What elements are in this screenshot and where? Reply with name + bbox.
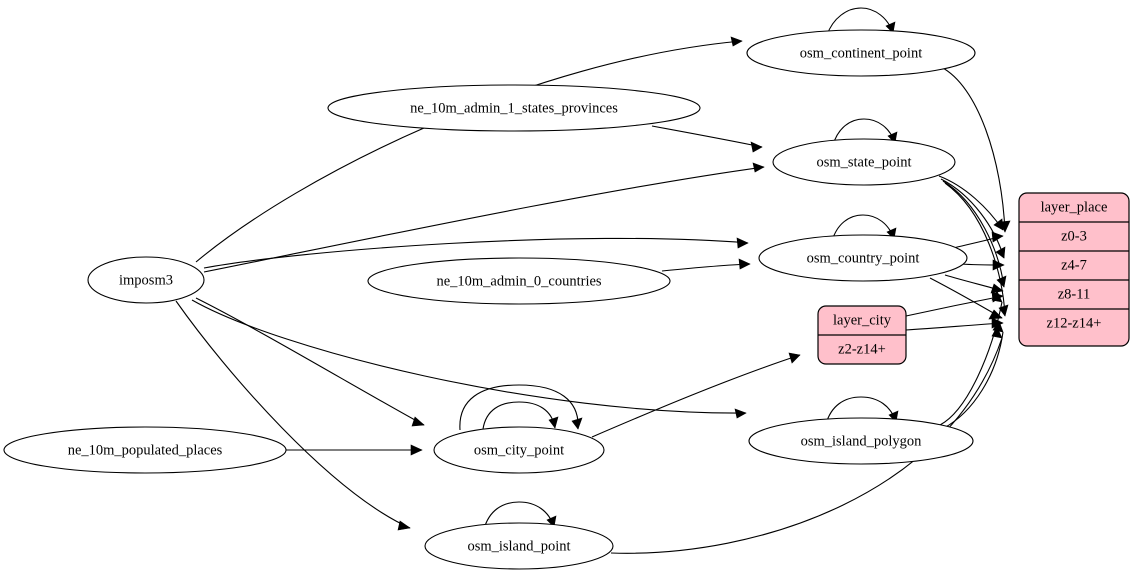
node-label-ne-populated: ne_10m_populated_places xyxy=(68,442,223,458)
record-node-layer-place[interactable]: layer_place z0-3 z4-7 z8-11 z12-z14+ xyxy=(1018,192,1130,347)
node-layer: imposm3 ne_10m_admin_1_states_provinces … xyxy=(3,29,976,570)
node-label-ne-countries: ne_10m_admin_0_countries xyxy=(436,273,601,289)
record-row-layer-city-z2-z14[interactable]: z2-z14+ xyxy=(838,341,886,357)
edge-osm-island-point-to-layer-place-z12-z14 xyxy=(610,326,1003,554)
edge-self-loop-osm-city-point-inner xyxy=(482,401,559,430)
node-osm-continent-point[interactable]: osm_continent_point xyxy=(746,29,976,77)
edge-ne-populated-to-osm-city-point xyxy=(286,444,423,456)
edge-imposm3-to-osm-country-point xyxy=(203,237,749,269)
edge-osm-country-point-to-layer-place-z4-7 xyxy=(960,259,1005,271)
edge-layer xyxy=(175,7,1011,554)
node-label-osm-island-point: osm_island_point xyxy=(467,538,570,554)
node-label-osm-continent-point: osm_continent_point xyxy=(800,45,922,61)
edge-osm-island-polygon-to-layer-place-z8-11 xyxy=(939,290,1003,426)
record-row-layer-place-header: layer_place xyxy=(1041,199,1108,215)
edge-osm-state-point-to-layer-place-z0-3 xyxy=(938,175,1004,231)
edge-imposm3-to-osm-city-point xyxy=(195,297,425,427)
record-row-layer-place-z12-z14[interactable]: z12-z14+ xyxy=(1047,315,1102,331)
edge-osm-country-point-to-layer-place-z0-3 xyxy=(952,231,1004,249)
edge-imposm3-to-osm-state-point xyxy=(203,162,765,273)
node-label-osm-country-point: osm_country_point xyxy=(807,250,920,266)
node-osm-island-point[interactable]: osm_island_point xyxy=(424,522,614,570)
edge-imposm3-to-osm-island-polygon xyxy=(191,299,747,419)
edge-ne-states-to-osm-state-point xyxy=(651,125,763,153)
edge-osm-country-point-to-layer-place-z8-11 xyxy=(944,274,1004,294)
edge-self-loop-osm-continent-point xyxy=(826,7,896,36)
record-row-layer-place-z4-7[interactable]: z4-7 xyxy=(1061,257,1087,273)
edge-osm-city-point-to-layer-city-z2-z14 xyxy=(591,352,801,438)
record-row-layer-place-z0-3[interactable]: z0-3 xyxy=(1061,228,1087,244)
edge-layer-city-to-layer-place-z12-z14 xyxy=(905,317,1004,331)
record-row-layer-city-header: layer_city xyxy=(833,312,892,328)
node-ne-10m-admin-1-states-provinces[interactable]: ne_10m_admin_1_states_provinces xyxy=(327,84,701,132)
edge-self-loop-osm-city-point-outer xyxy=(459,384,583,431)
node-ne-10m-admin-0-countries[interactable]: ne_10m_admin_0_countries xyxy=(367,257,671,305)
edge-imposm3-to-osm-continent-point xyxy=(195,36,743,263)
node-osm-island-polygon[interactable]: osm_island_polygon xyxy=(748,417,974,465)
node-label-imposm3: imposm3 xyxy=(119,272,173,288)
edge-ne-countries-to-osm-country-point xyxy=(661,258,751,272)
record-node-layer-city[interactable]: layer_city z2-z14+ xyxy=(817,305,907,365)
node-label-ne-states: ne_10m_admin_1_states_provinces xyxy=(410,100,618,116)
node-label-osm-island-polygon: osm_island_polygon xyxy=(801,433,923,449)
edge-osm-island-polygon-to-layer-place-z12-z14 xyxy=(943,320,1004,429)
record-row-layer-place-z8-11[interactable]: z8-11 xyxy=(1058,286,1090,302)
node-label-osm-state-point: osm_state_point xyxy=(816,154,911,170)
node-ne-10m-populated-places[interactable]: ne_10m_populated_places xyxy=(3,426,287,474)
edge-osm-state-point-to-layer-place-z4-7 xyxy=(940,178,1006,259)
edge-imposm3-to-osm-island-point xyxy=(175,300,411,531)
node-osm-country-point[interactable]: osm_country_point xyxy=(758,234,968,282)
edge-layer-city-to-layer-place-z8-11 xyxy=(905,291,1004,317)
node-imposm3[interactable]: imposm3 xyxy=(87,256,205,304)
node-label-osm-city-point: osm_city_point xyxy=(474,442,564,458)
node-osm-city-point[interactable]: osm_city_point xyxy=(433,426,605,474)
node-osm-state-point[interactable]: osm_state_point xyxy=(772,138,956,186)
